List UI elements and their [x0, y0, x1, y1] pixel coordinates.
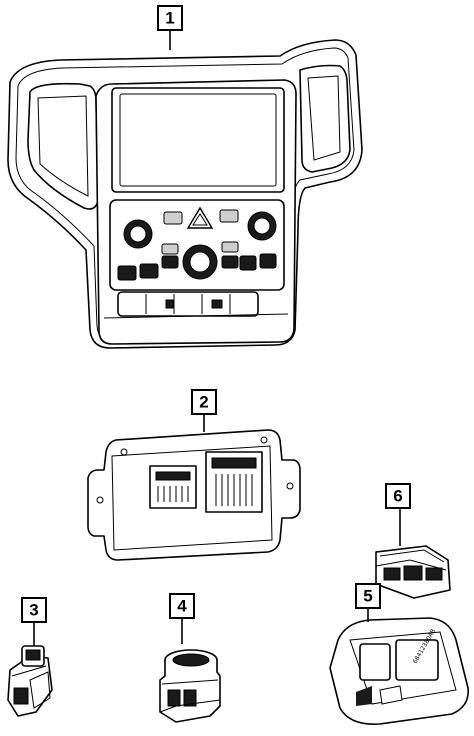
callout-4: 4 — [169, 593, 195, 619]
switch-module-icon — [375, 545, 451, 599]
callout-3: 3 — [21, 597, 47, 623]
callout-6: 6 — [385, 483, 411, 509]
callout-1-label: 1 — [165, 9, 174, 28]
callout-3-label: 3 — [29, 601, 38, 620]
control-module-icon — [87, 429, 301, 561]
callout-4-label: 4 — [177, 597, 187, 616]
radio-bezel-control-panel-icon — [7, 39, 363, 349]
callout-6-label: 6 — [393, 487, 402, 506]
overhead-console-housing-icon: 68412380AB — [329, 617, 469, 725]
callout-1: 1 — [157, 5, 183, 31]
callout-2: 2 — [191, 389, 217, 415]
callout-5: 5 — [355, 583, 381, 609]
callout-5-label: 5 — [363, 587, 372, 606]
push-switch-icon — [159, 649, 221, 723]
callout-2-label: 2 — [199, 393, 208, 412]
connector-switch-icon — [7, 645, 53, 717]
